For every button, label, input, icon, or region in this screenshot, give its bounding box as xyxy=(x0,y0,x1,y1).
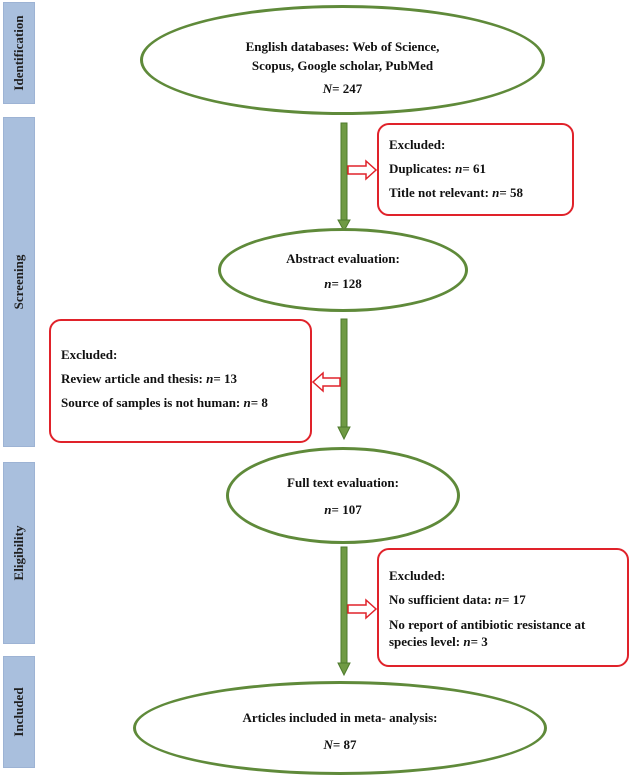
fulltext-evaluation-node: Full text evaluation: n= 107 xyxy=(226,447,460,544)
abstract-evaluation-label: Abstract evaluation: xyxy=(286,251,400,266)
side-arrow-2 xyxy=(311,371,341,393)
abstract-evaluation-node: Abstract evaluation: n= 128 xyxy=(218,228,468,312)
fulltext-evaluation-label: Full text evaluation: xyxy=(287,475,399,490)
fulltext-evaluation-count: n= 107 xyxy=(324,502,362,517)
exclusion-3-item: No report of antibiotic resistance at xyxy=(389,617,586,632)
exclusion-box-3: Excluded: No sufficient data: n= 17 No r… xyxy=(377,548,629,667)
side-arrow-3 xyxy=(347,598,378,620)
identification-line2: Scopus, Google scholar, PubMed xyxy=(251,58,434,73)
exclusion-1-title: Excluded: xyxy=(389,137,446,152)
down-arrow-1 xyxy=(337,122,351,233)
included-label: Articles included in meta- analysis: xyxy=(242,710,438,725)
exclusion-2-item: Review article and thesis: n= 13 xyxy=(61,371,238,386)
included-count: N= 87 xyxy=(323,737,357,752)
exclusion-box-2: Excluded: Review article and thesis: n= … xyxy=(49,319,312,443)
stage-screening: Screening xyxy=(3,117,35,447)
exclusion-3-item: No sufficient data: n= 17 xyxy=(389,592,526,607)
exclusion-box-1: Excluded: Duplicates: n= 61 Title not re… xyxy=(377,123,574,216)
abstract-evaluation-count: n= 128 xyxy=(324,276,362,291)
identification-line1: English databases: Web of Science, xyxy=(245,39,440,54)
identification-node: English databases: Web of Science, Scopu… xyxy=(140,5,545,115)
exclusion-2-title: Excluded: xyxy=(61,347,118,362)
exclusion-1-item: Duplicates: n= 61 xyxy=(389,161,486,176)
stage-included: Included xyxy=(3,656,35,768)
included-node: Articles included in meta- analysis: N= … xyxy=(133,681,547,775)
exclusion-1-item: Title not relevant: n= 58 xyxy=(389,185,524,200)
side-arrow-1 xyxy=(347,159,378,181)
down-arrow-3 xyxy=(337,546,351,677)
stage-eligibility: Eligibility xyxy=(3,462,35,644)
exclusion-3-title: Excluded: xyxy=(389,568,446,583)
identification-count: N= 247 xyxy=(322,81,363,96)
down-arrow-2 xyxy=(337,318,351,441)
stage-identification: Identification xyxy=(3,2,35,104)
exclusion-3-item: species level: n= 3 xyxy=(389,634,488,649)
exclusion-2-item: Source of samples is not human: n= 8 xyxy=(61,395,268,410)
